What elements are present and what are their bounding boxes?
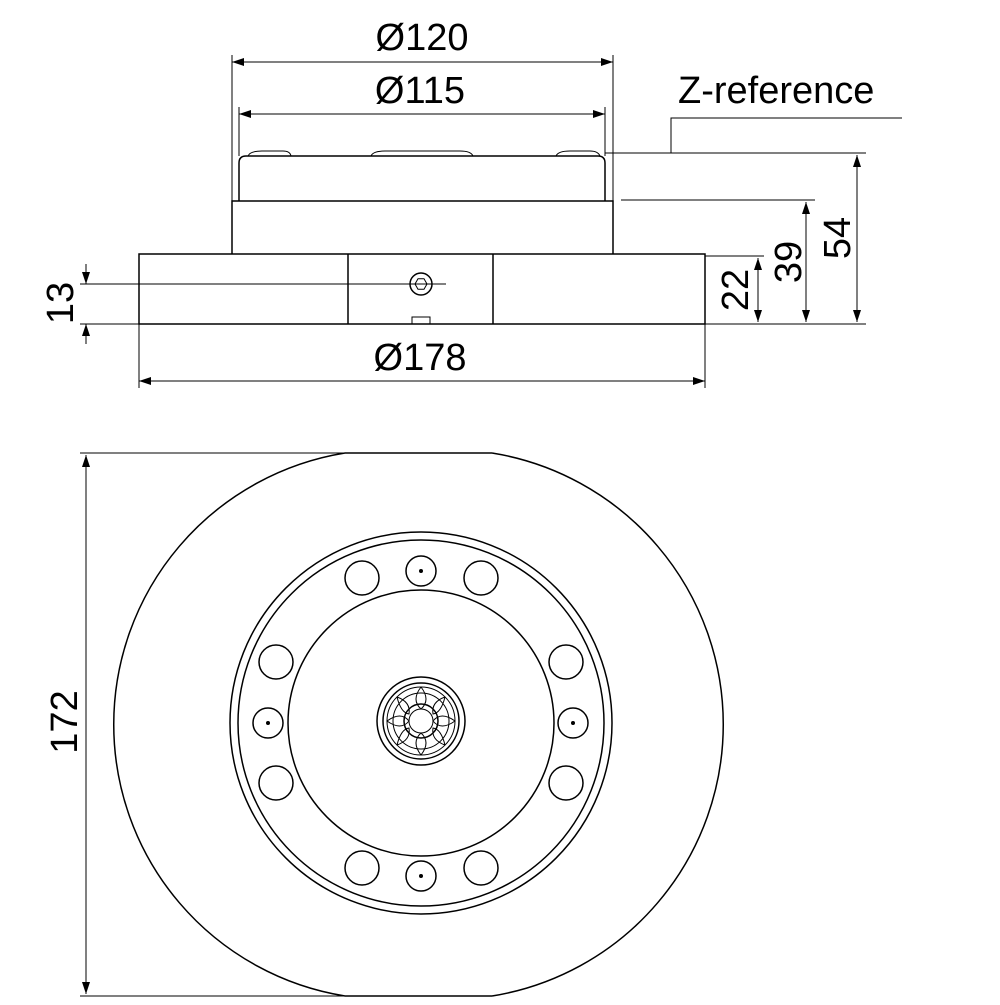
top-bump-center bbox=[370, 150, 474, 157]
pin-hole-center bbox=[266, 721, 270, 725]
outer-ring bbox=[229, 531, 613, 915]
pin-hole bbox=[405, 555, 437, 587]
outer-disk-outline bbox=[113, 452, 724, 997]
side-view: Ø120 Ø115 Z-reference 22 39 54 13 Ø178 bbox=[40, 17, 902, 388]
dim-label-115: Ø115 bbox=[375, 70, 465, 112]
pin-hole bbox=[405, 860, 437, 892]
dim-label-39: 39 bbox=[768, 241, 810, 283]
z-reference-label: Z-reference bbox=[678, 70, 874, 112]
bolt-hole bbox=[344, 850, 380, 886]
bolt-hole bbox=[258, 644, 294, 680]
top-plate bbox=[238, 155, 606, 201]
pin-hole-center bbox=[571, 721, 575, 725]
bolt-hole bbox=[548, 644, 584, 680]
bolt-hole bbox=[548, 765, 584, 801]
dim-label-13: 13 bbox=[40, 282, 82, 324]
dim-label-172: 172 bbox=[44, 690, 86, 753]
pin-hole bbox=[252, 707, 284, 739]
dim-label-178: Ø178 bbox=[374, 337, 467, 379]
pin-hole-center bbox=[419, 569, 423, 573]
base-key bbox=[411, 316, 431, 324]
dim-label-54: 54 bbox=[817, 217, 859, 259]
z-reference-leader bbox=[670, 117, 902, 153]
dim-label-22: 22 bbox=[715, 269, 757, 311]
clamping-nipple-icon bbox=[376, 676, 466, 766]
middle-body bbox=[231, 200, 614, 254]
center-plate bbox=[287, 589, 555, 857]
bolt-hole bbox=[344, 560, 380, 596]
dim-label-120: Ø120 bbox=[376, 17, 469, 59]
top-view: 172 bbox=[44, 452, 724, 997]
bolt-hole bbox=[258, 765, 294, 801]
pin-hole bbox=[557, 707, 589, 739]
top-bump-left bbox=[247, 150, 292, 157]
inner-ring bbox=[237, 539, 605, 907]
bolt-hole bbox=[463, 560, 499, 596]
top-bump-right bbox=[555, 150, 601, 157]
pin-hole-center bbox=[419, 874, 423, 878]
bolt-hole bbox=[463, 850, 499, 886]
base-plate bbox=[138, 253, 706, 325]
